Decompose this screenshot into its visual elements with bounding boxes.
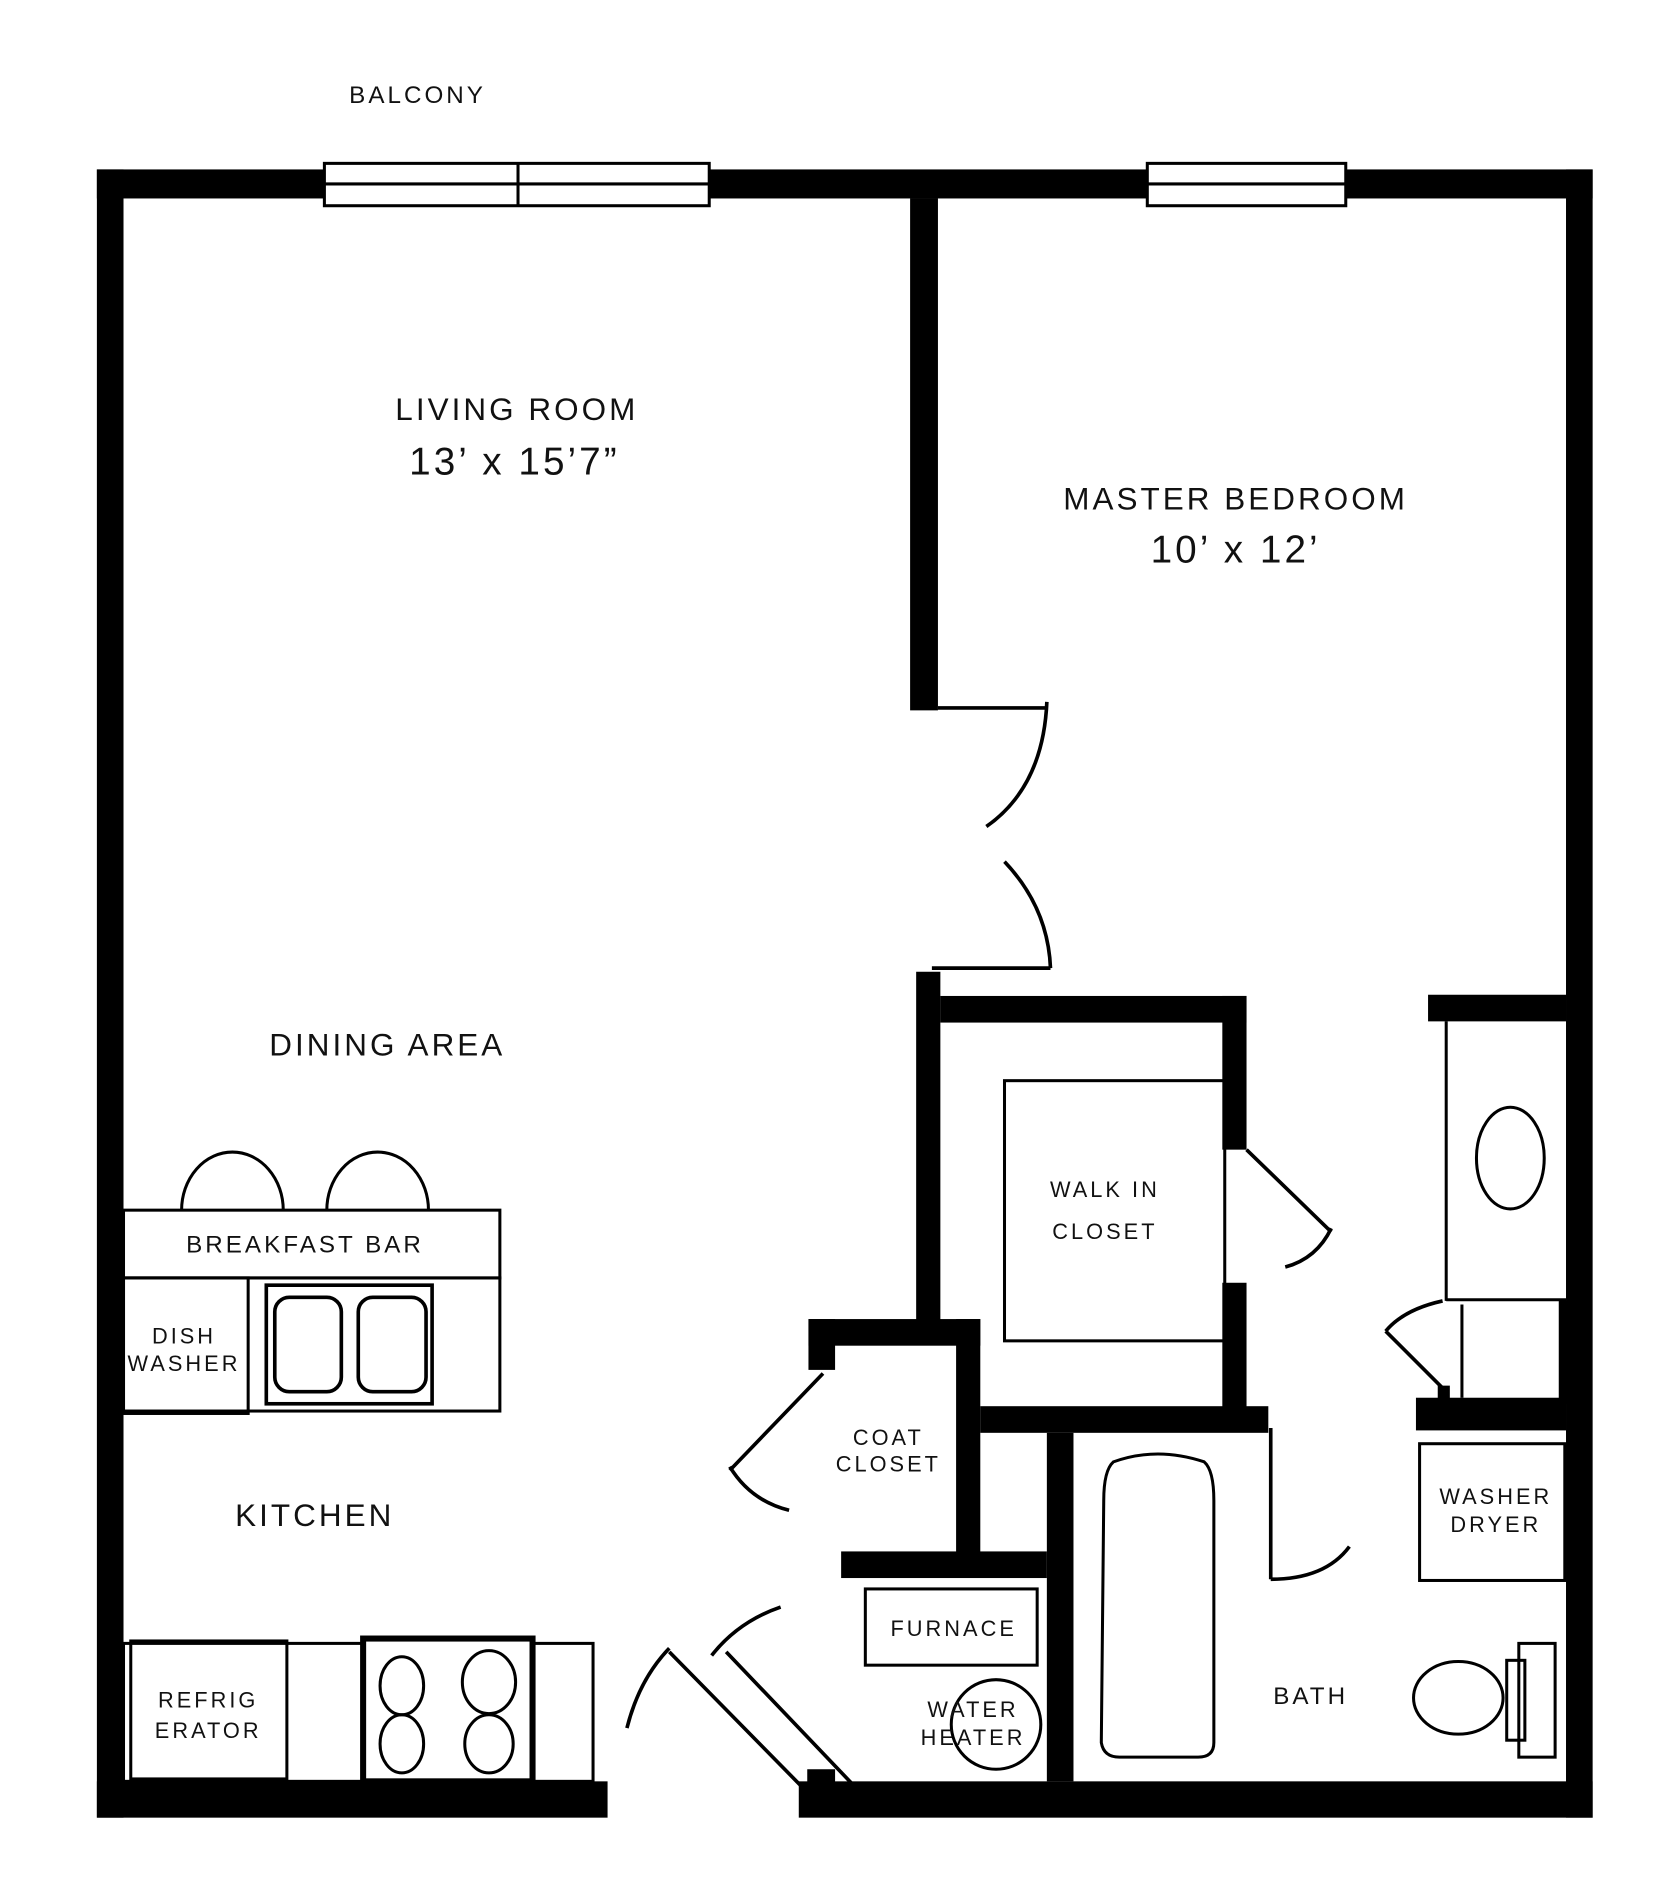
master-bedroom-label: MASTER BEDROOM <box>1063 481 1408 516</box>
bath-label: BATH <box>1273 1683 1348 1710</box>
furnace-label: FURNACE <box>890 1616 1016 1641</box>
walk-in-closet-label-2: CLOSET <box>1052 1219 1157 1244</box>
windows <box>322 161 1348 208</box>
washer-dryer-label-1: WASHER <box>1439 1484 1552 1509</box>
dishwasher-label-1: DISH <box>152 1323 216 1348</box>
coat-closet-label-1: COAT <box>853 1425 924 1450</box>
room-labels: BALCONY LIVING ROOM 13’ x 15’7” MASTER B… <box>128 82 1552 1750</box>
master-bedroom-size: 10’ x 12’ <box>1151 529 1321 572</box>
coat-closet-label-2: CLOSET <box>836 1452 941 1477</box>
dishwasher-label-2: WASHER <box>128 1351 241 1376</box>
walls <box>96 169 1593 1818</box>
walk-in-closet-label-1: WALK IN <box>1050 1177 1160 1202</box>
fixtures <box>121 1021 1567 1785</box>
living-room-label: LIVING ROOM <box>395 392 638 427</box>
water-heater-label-1: WATER <box>927 1697 1018 1722</box>
water-heater-label-2: HEATER <box>921 1725 1026 1750</box>
refrigerator-label-1: REFRIG <box>158 1688 258 1713</box>
living-room-size: 13’ x 15’7” <box>409 440 619 483</box>
washer-dryer-label-2: DRYER <box>1450 1512 1541 1537</box>
balcony-label: BALCONY <box>349 82 486 109</box>
doors <box>625 701 1448 1795</box>
breakfast-bar-label: BREAKFAST BAR <box>186 1232 424 1259</box>
dining-area-label: DINING AREA <box>269 1027 505 1062</box>
refrigerator-label-2: ERATOR <box>155 1718 262 1743</box>
kitchen-label: KITCHEN <box>235 1498 394 1533</box>
